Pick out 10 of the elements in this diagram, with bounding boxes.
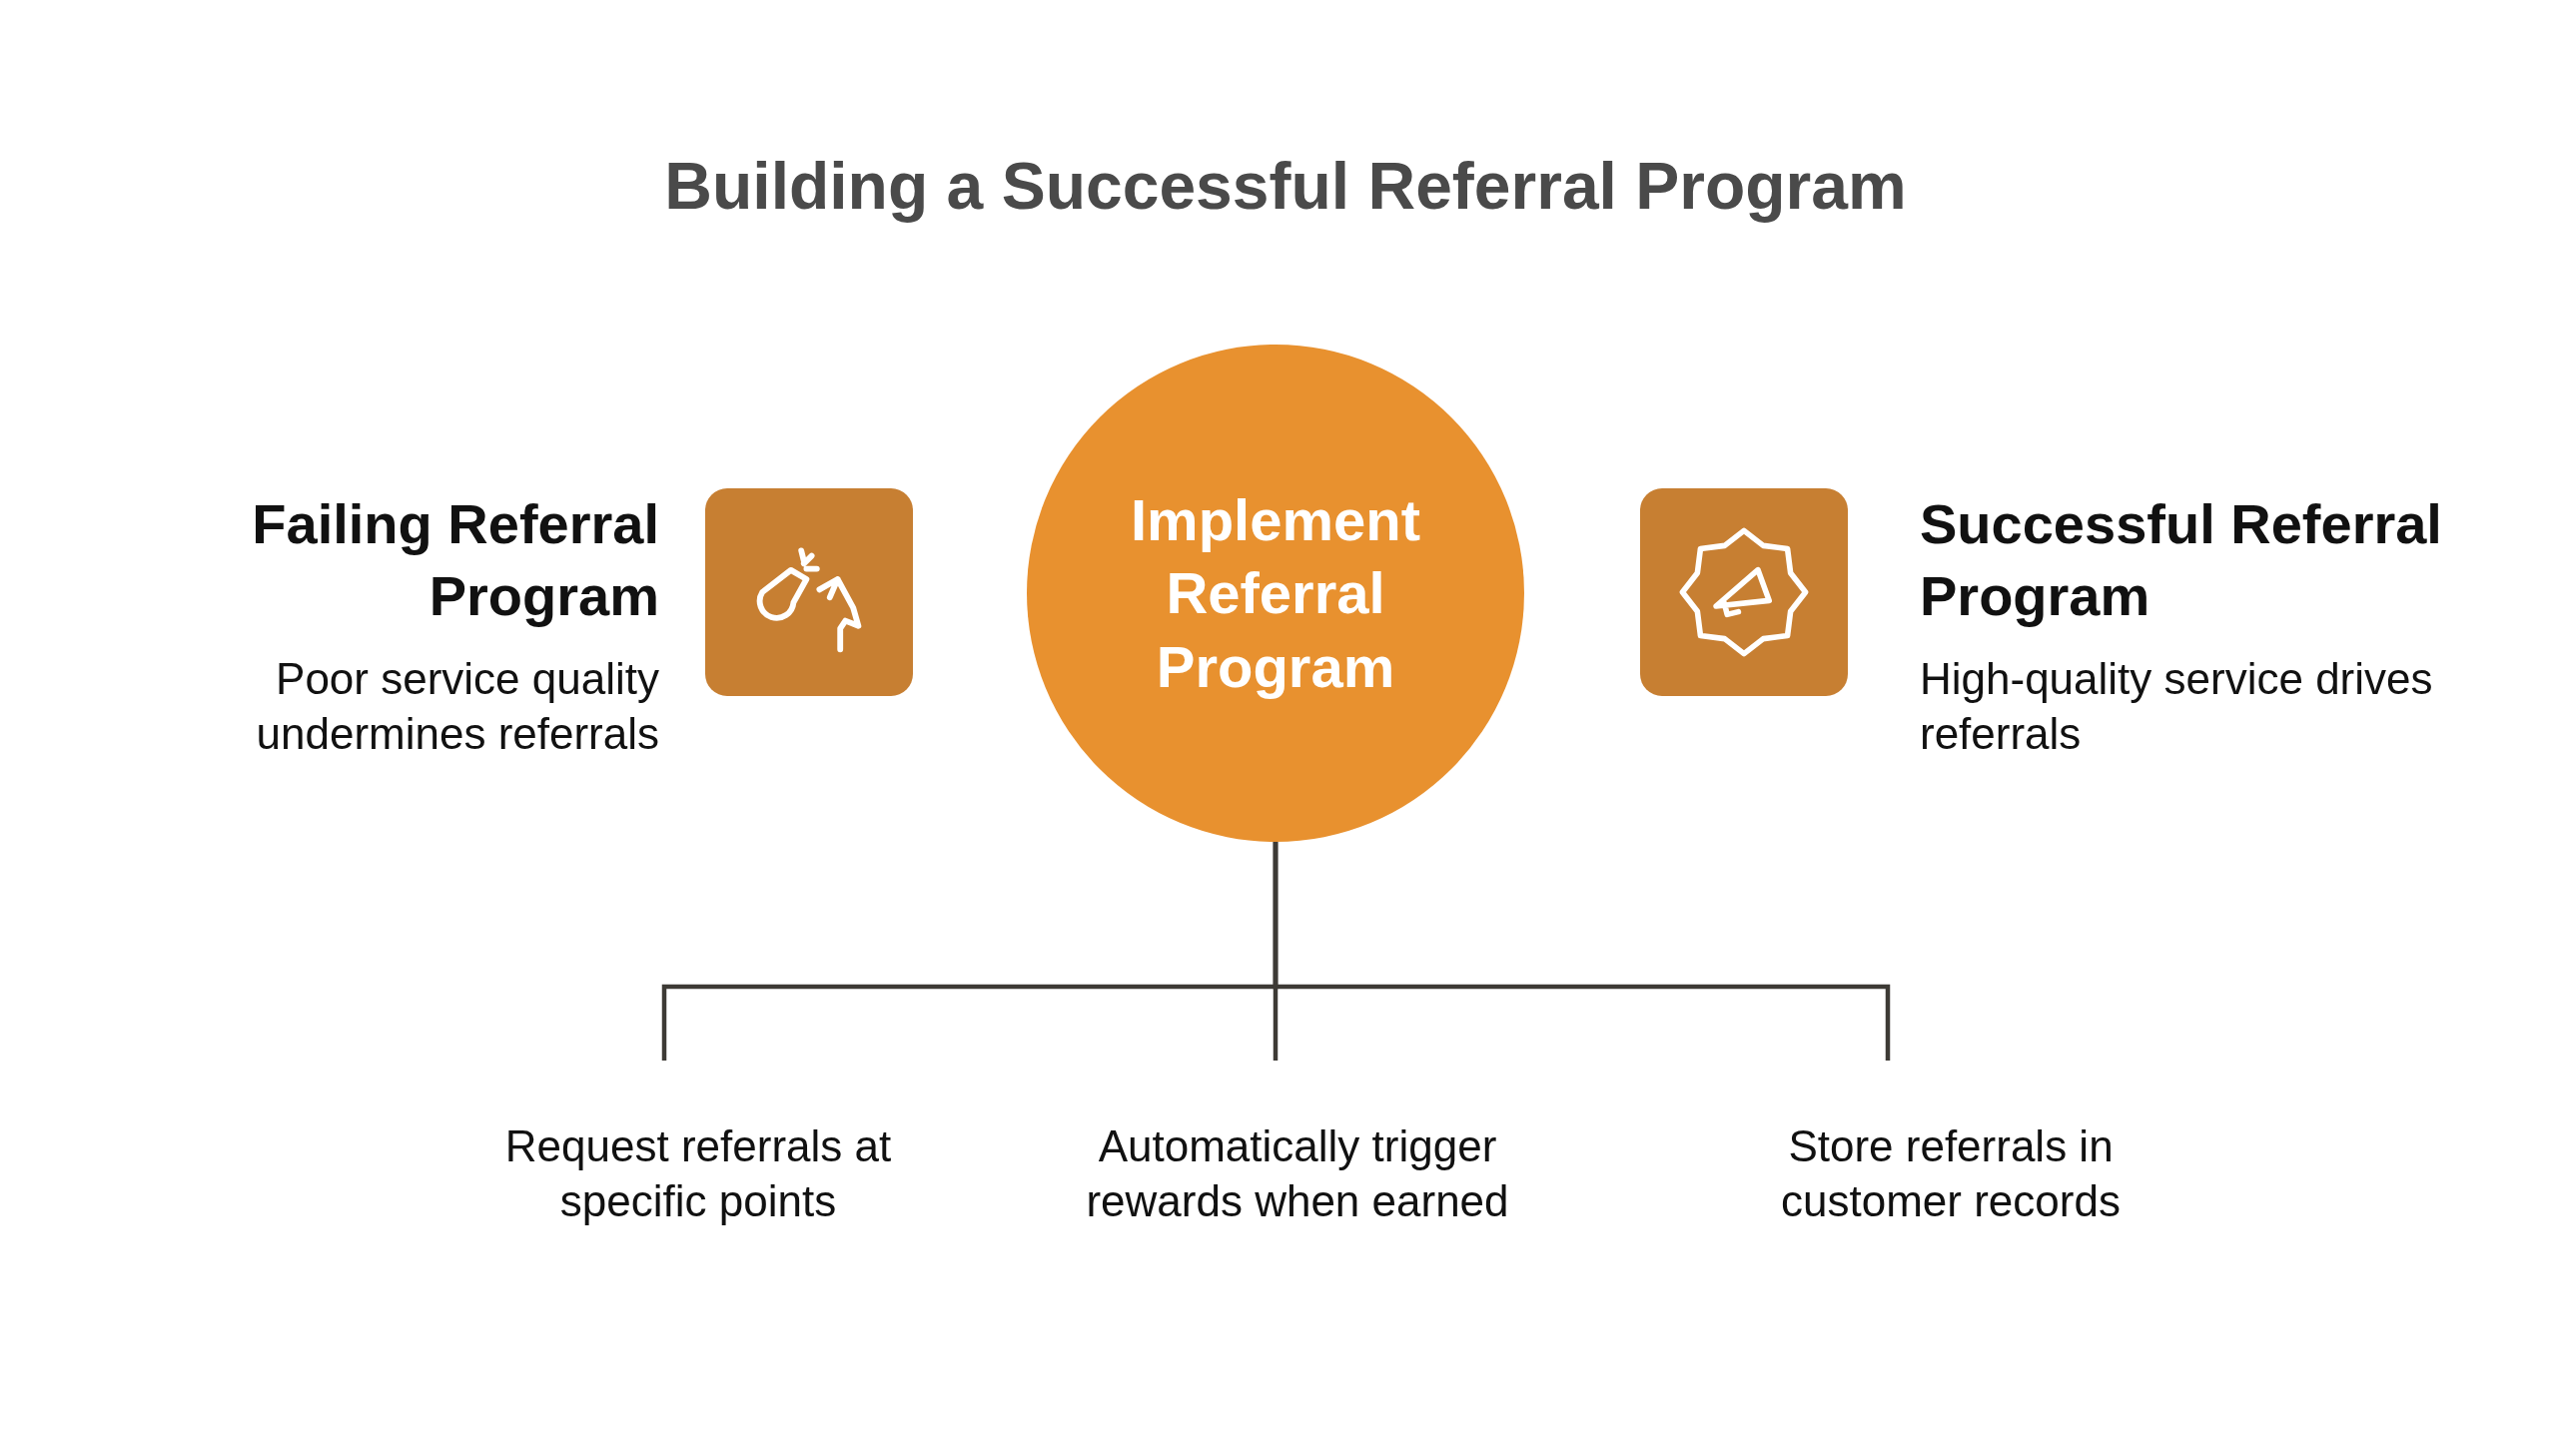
side-heading: Failing Referral Program — [251, 491, 659, 629]
circle-label: Implement Referral Program — [1129, 485, 1422, 701]
step-text: Automatically trigger rewards when earned — [1085, 1120, 1510, 1227]
side-heading: Successful Referral Program — [1920, 491, 2443, 629]
side-description: High-quality service drives referrals — [1920, 653, 2434, 761]
connector-line — [1273, 842, 1891, 1061]
step-text: Request referrals at specific points — [503, 1120, 893, 1227]
side-description: Poor service quality undermines referrals — [255, 653, 659, 761]
diagram-title: Building a Successful Referral Program — [663, 148, 1908, 224]
step-text: Store referrals in customer records — [1780, 1120, 2122, 1227]
